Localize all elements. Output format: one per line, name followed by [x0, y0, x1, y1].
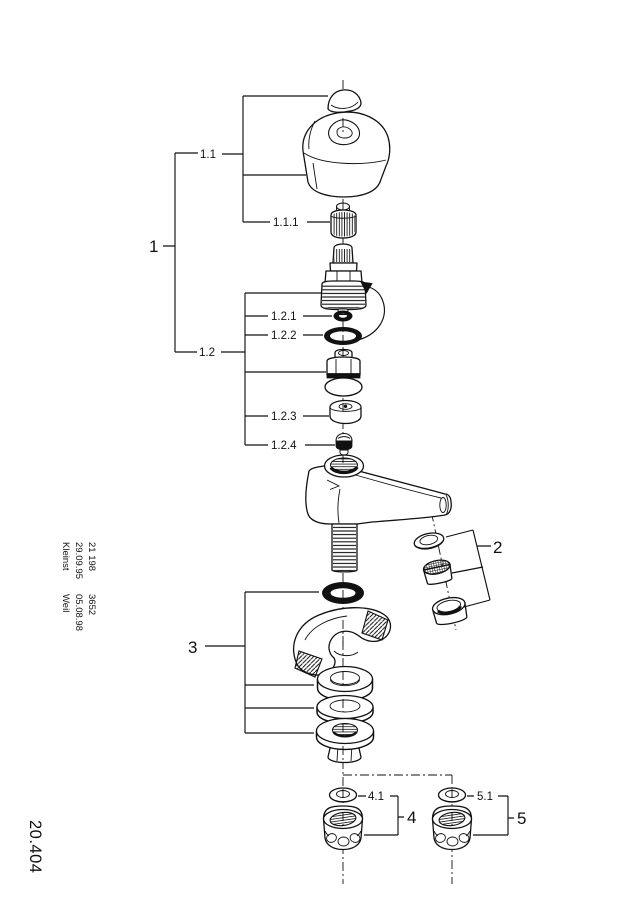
- part-base-flange: [315, 717, 375, 764]
- label-group-1-2-4: 1.2.4: [271, 440, 297, 452]
- revision-row: Kleinst Weil: [59, 542, 72, 650]
- part-base-oring: [322, 582, 364, 604]
- label-group-1-2-1: 1.2.1: [271, 311, 297, 323]
- label-group-4: 4: [407, 808, 416, 827]
- leader-lines-group-4: [358, 795, 404, 836]
- part-oring-large: [324, 327, 362, 345]
- center-axis-overlays: [342, 118, 453, 826]
- revision-number: 3652: [86, 594, 97, 616]
- leader-lines-group-1: [163, 95, 335, 446]
- revision-block: 21 198 3652 29.09.95 05.08.98 Kleinst We…: [58, 542, 98, 650]
- label-group-5-1: 5.1: [477, 791, 493, 803]
- label-group-1-1: 1.1: [200, 149, 216, 161]
- part-aerator-housing: [431, 596, 468, 626]
- leader-lines-group-2: [445, 529, 491, 608]
- label-group-1: 1: [149, 237, 158, 256]
- label-group-1-2-3: 1.2.3: [271, 411, 297, 423]
- part-faucet-body: [305, 454, 452, 573]
- part-washer-123: [329, 399, 362, 425]
- label-group-1-2: 1.2: [199, 347, 215, 359]
- label-group-5: 5: [517, 809, 526, 828]
- part-bonnet: [324, 348, 363, 397]
- leader-lines-group-3: [205, 591, 319, 734]
- label-group-4-1: 4.1: [368, 791, 384, 803]
- label-group-3: 3: [188, 638, 197, 657]
- revision-date: 05.08.98: [73, 594, 84, 631]
- label-group-1-1-1: 1.1.1: [273, 217, 299, 229]
- part-aerator-insert: [422, 559, 453, 585]
- rotation-arrow: [353, 281, 386, 342]
- part-headpart-cartridge: [320, 239, 367, 315]
- part-handle-adapter: [330, 202, 357, 239]
- revision-row: 29.09.95 05.08.98: [72, 542, 85, 650]
- part-mounting-nut-5: [431, 805, 473, 851]
- drafter-name: Kleinst: [60, 542, 71, 571]
- part-flange-washer-top: [316, 665, 374, 702]
- part-aerator-washer: [413, 532, 445, 550]
- sheet-number: 20.404: [26, 820, 44, 874]
- part-valve-seal: [335, 432, 353, 456]
- drawing-date: 29.09.95: [73, 542, 84, 579]
- revision-row: 21 198 3652: [85, 542, 98, 650]
- drawing-number: 21 198: [86, 542, 97, 572]
- label-group-1-2-2: 1.2.2: [271, 330, 297, 342]
- part-handle-cap: [327, 89, 362, 113]
- part-handle-knob: [302, 111, 391, 198]
- leader-lines-group-5: [467, 795, 514, 836]
- label-group-2: 2: [493, 538, 502, 557]
- part-oring-small: [333, 310, 353, 322]
- checker-name: Weil: [60, 594, 71, 613]
